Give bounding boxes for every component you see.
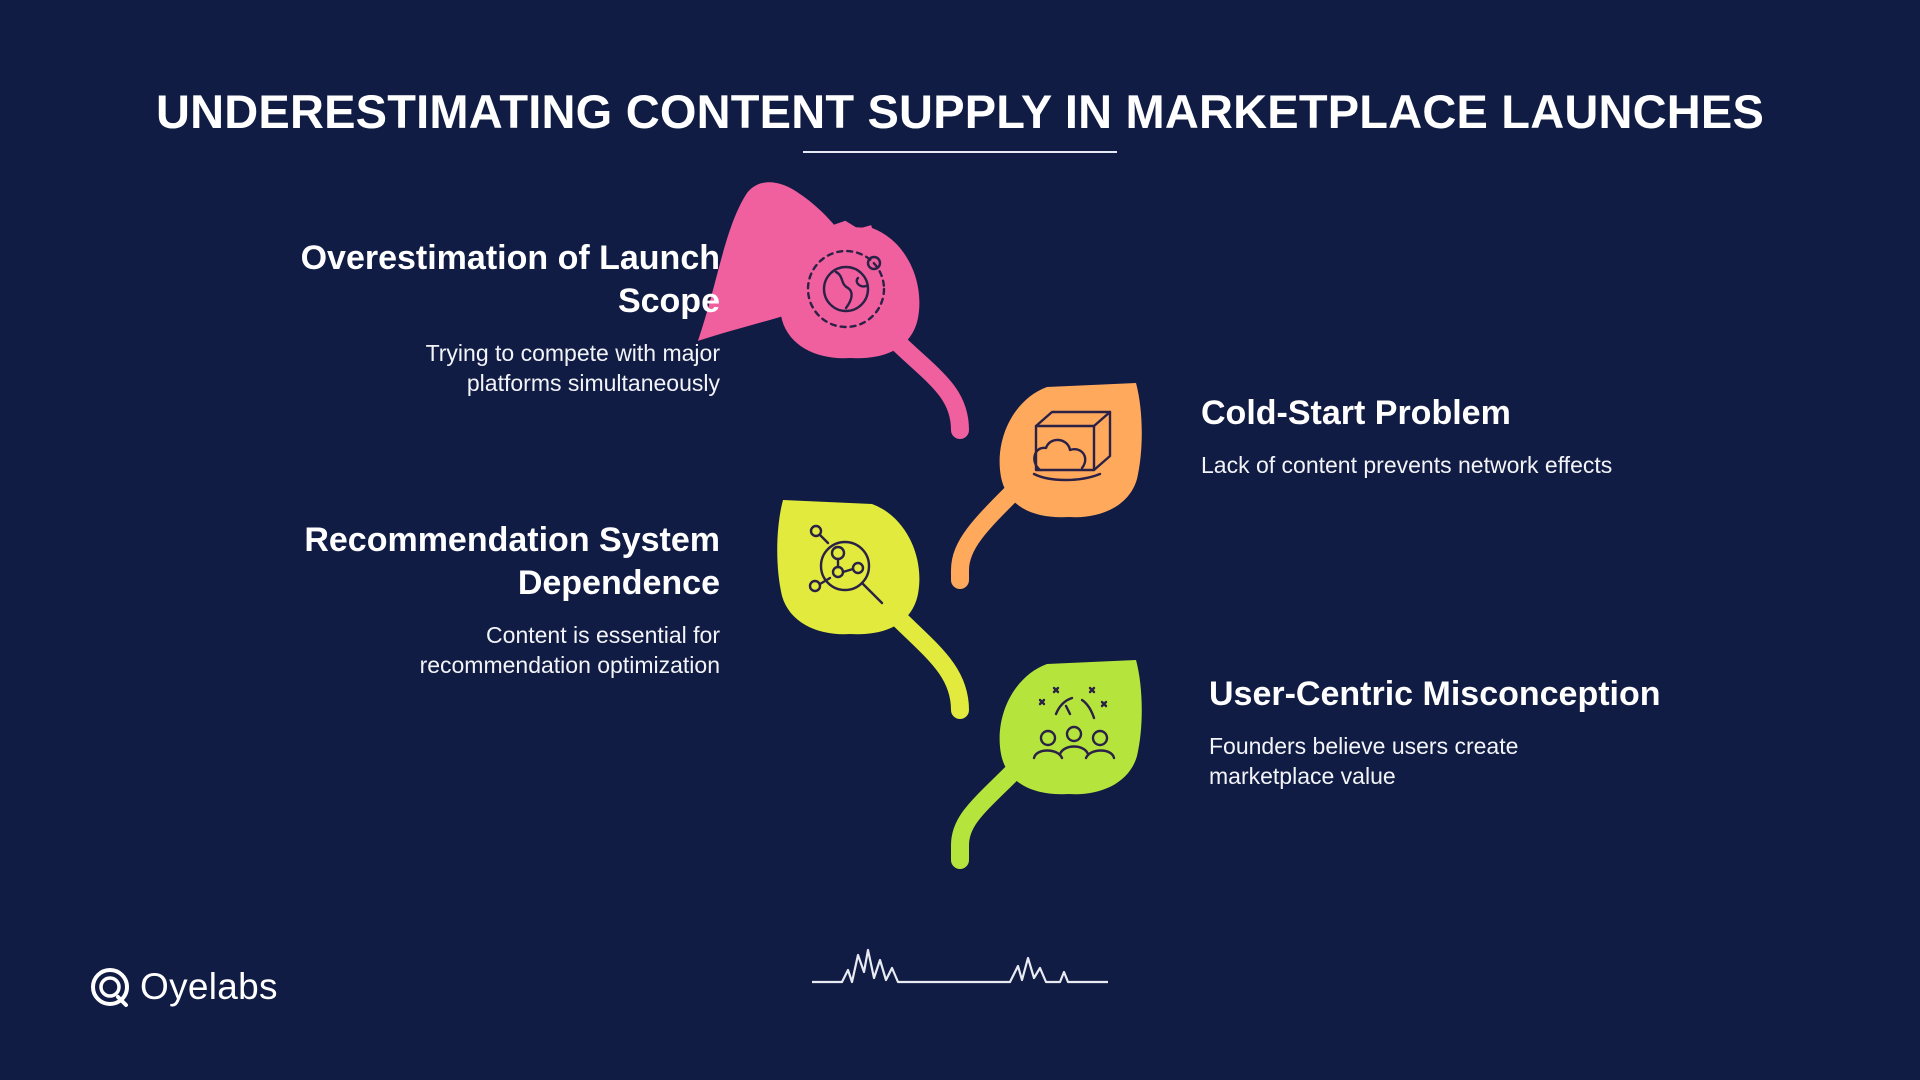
leaf-shape-3 (777, 500, 920, 635)
leaf-shape-1 (777, 224, 920, 359)
branch-lower-right (951, 761, 1024, 869)
item-description-recommendation: Content is essential for recommendation … (419, 622, 720, 678)
brand-logo: Oyelabs (88, 962, 278, 1012)
item-heading-recommendation: Recommendation System Dependence (304, 521, 720, 602)
item-heading-user-centric: User-Centric Misconception (1209, 675, 1661, 713)
users-icon (1032, 686, 1116, 760)
box-icon (1032, 410, 1112, 482)
item-heading-cold-start: Cold-Start Problem (1201, 394, 1511, 432)
brand-name: Oyelabs (140, 966, 278, 1007)
ground-grass (812, 948, 1108, 984)
branch-top-left (881, 326, 969, 439)
oyelabs-logo-icon (91, 968, 129, 1007)
network-search-icon (808, 524, 884, 605)
item-heading-overestimation: Overestimation of Launch Scope (300, 239, 720, 320)
title-underline (803, 151, 1117, 153)
branch-upper-right (951, 481, 1024, 589)
item-description-user-centric: Founders believe users create marketplac… (1209, 733, 1519, 789)
page-title: UNDERESTIMATING CONTENT SUPPLY IN MARKET… (155, 85, 1765, 138)
branch-lower-left (881, 601, 969, 719)
item-description-cold-start: Lack of content prevents network effects (1201, 452, 1613, 478)
globe-icon (806, 249, 886, 329)
item-description-overestimation: Trying to compete with major platforms s… (425, 340, 720, 396)
